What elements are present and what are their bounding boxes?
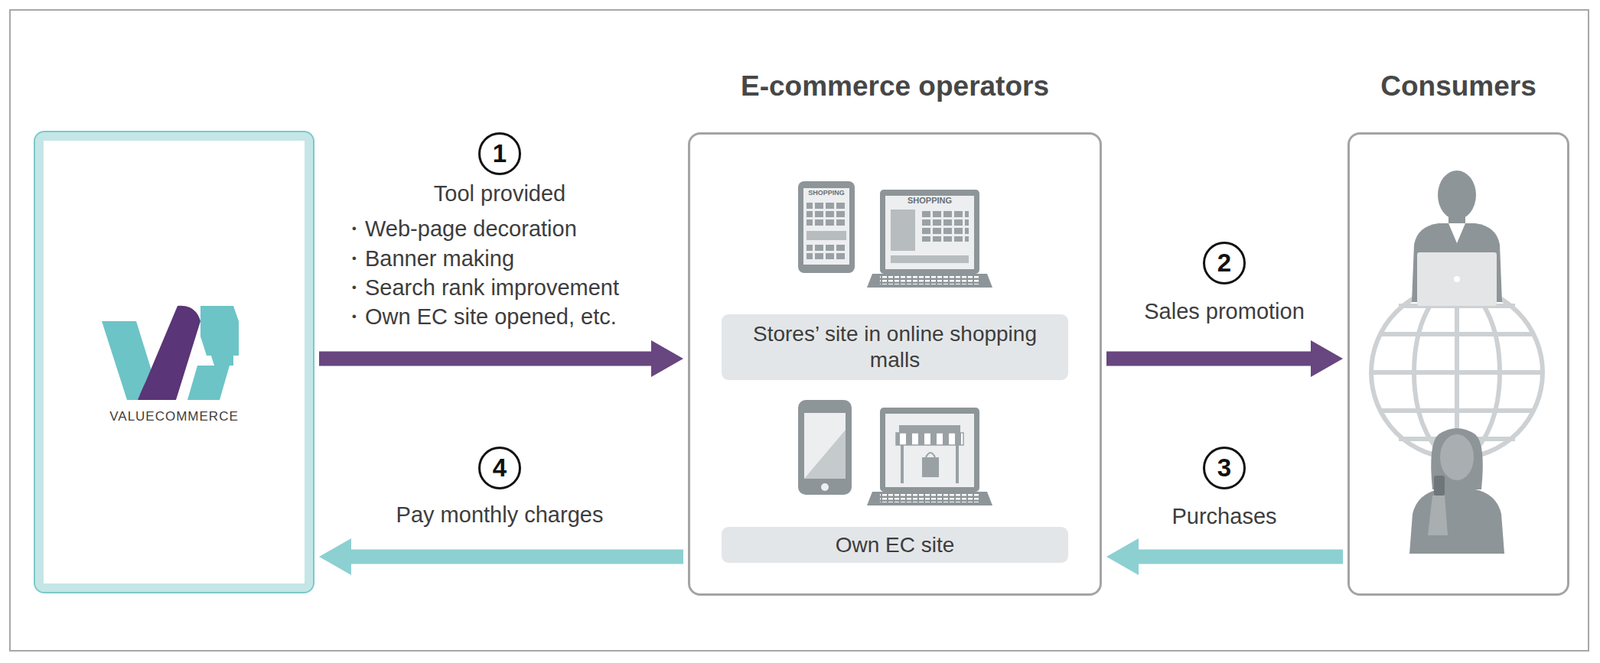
edge-label: Pay monthly charges — [393, 502, 607, 528]
person-phone — [1409, 428, 1505, 554]
band-text: Own EC site — [835, 532, 955, 559]
flow-arrow — [1106, 340, 1343, 378]
heading: Consumers — [1303, 70, 1600, 103]
screen-text: SHOPPING — [808, 189, 845, 197]
logo — [101, 306, 239, 401]
tool-item: ・Own EC site opened, etc. — [342, 302, 617, 333]
heading: E-commerce operators — [644, 70, 1146, 103]
callout-number: 4 — [478, 446, 522, 490]
phone-icon — [798, 400, 852, 496]
callout-number: 3 — [1202, 446, 1246, 490]
screen-text: SHOPPING — [907, 195, 952, 206]
tool-item: ・Web-page decoration — [342, 214, 577, 245]
company-box: VALUECOMMERCE — [33, 130, 315, 594]
edge-label: Tool provided — [430, 181, 570, 207]
consumer-box: Consumers — [1347, 132, 1570, 597]
logo-text: VALUECOMMERCE — [35, 409, 313, 425]
edge-label: Sales promotion — [1140, 299, 1308, 325]
flow-arrow — [319, 340, 684, 378]
callout-number: 2 — [1202, 241, 1246, 285]
operator-box: E-commerce operatorsStores’ site in onli… — [687, 132, 1102, 597]
laptop-store-icon — [866, 407, 993, 506]
callout-number: 1 — [478, 132, 522, 176]
edge-label: Purchases — [1168, 504, 1280, 530]
outer-frame — [9, 9, 1589, 652]
mall-site-band: Stores’ site in online shopping malls — [721, 314, 1069, 381]
own-site-band: Own EC site — [721, 527, 1069, 564]
flow-arrow — [319, 538, 684, 576]
band-text: Stores’ site in online shopping malls — [729, 321, 1061, 373]
flow-arrow — [1106, 538, 1343, 576]
laptop-icon — [866, 189, 993, 288]
tablet-icon — [798, 181, 855, 274]
tool-item: ・Search rank improvement — [342, 273, 620, 304]
person-laptop — [1411, 170, 1503, 307]
tool-item: ・Banner making — [342, 244, 515, 275]
